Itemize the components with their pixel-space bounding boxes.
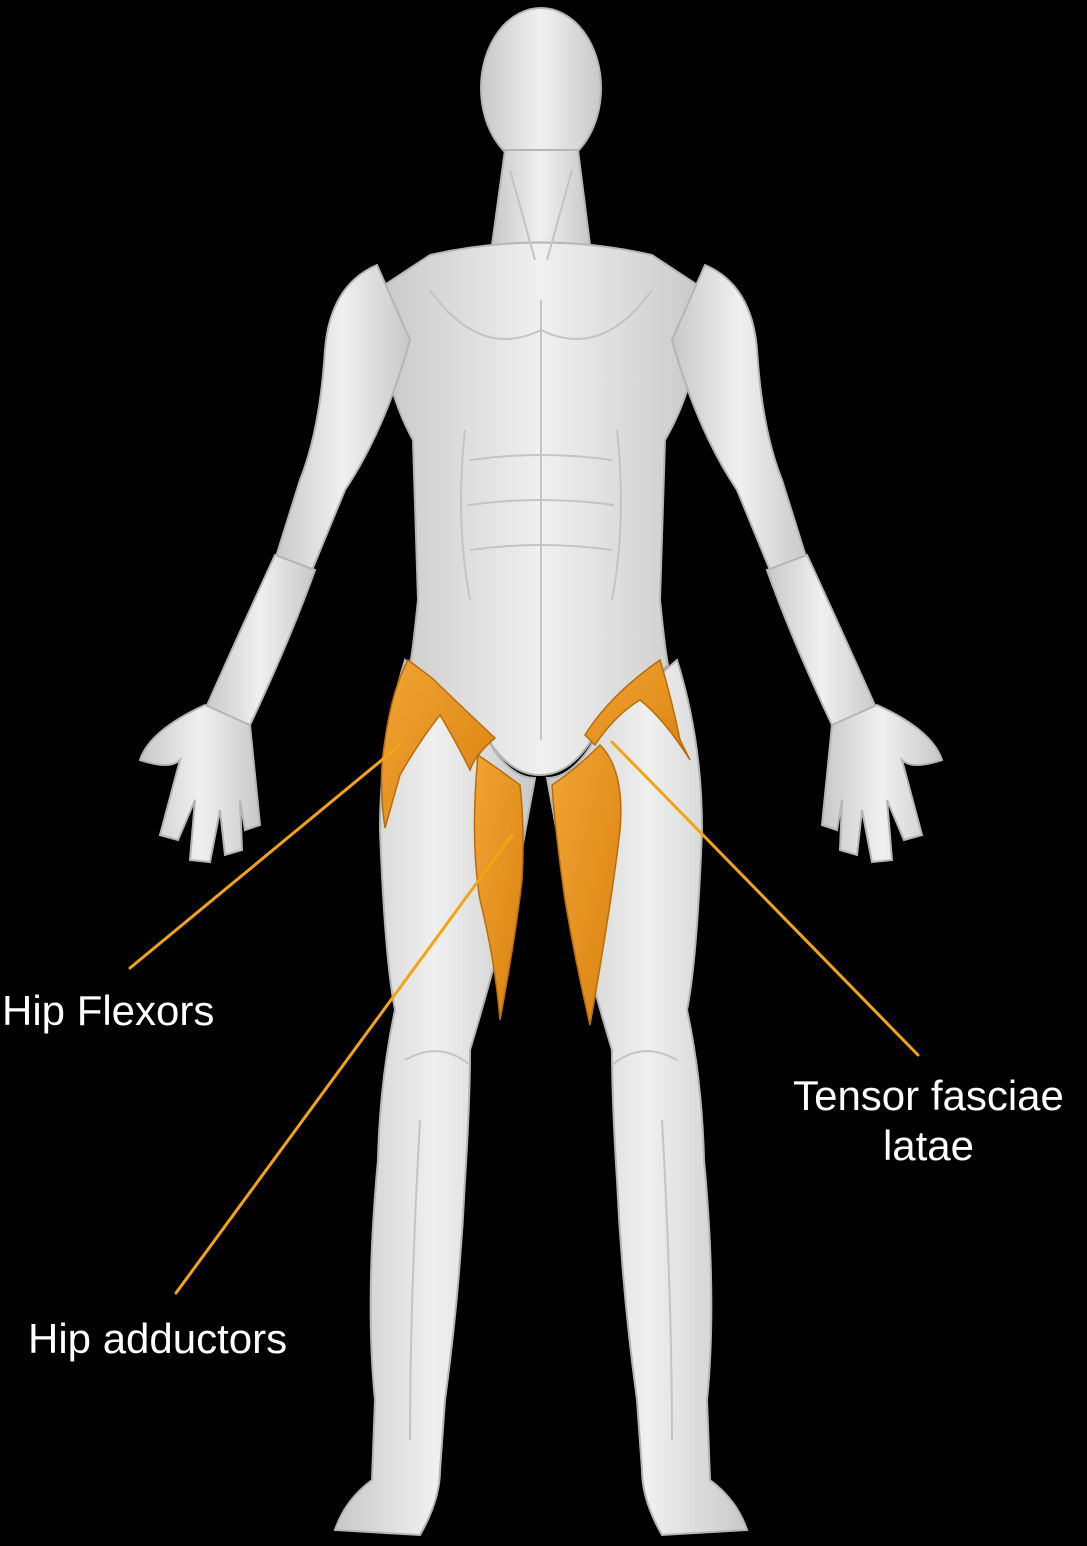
highlighted-muscles [380, 658, 691, 1026]
right-upper-arm [670, 263, 809, 577]
left-forearm [203, 553, 317, 727]
leader-line-hip-flexors [128, 743, 402, 970]
abs-row-1 [469, 454, 613, 461]
abs-left-edge [460, 429, 471, 601]
hip-flexor-right [584, 658, 691, 761]
adductors-right [551, 743, 622, 1026]
pec-right [540, 289, 653, 340]
adductors-left [473, 753, 524, 1021]
leader-line-hip-adductors [174, 833, 514, 1295]
abs-row-2 [467, 499, 615, 506]
body-figure [138, 7, 944, 1537]
label-tensor-line-1: Tensor fasciae [793, 1072, 1064, 1119]
left-upper-arm [273, 263, 412, 577]
label-hip-adductors: Hip adductors [28, 1315, 288, 1362]
leader-lines [128, 740, 920, 1295]
knee-left [404, 1050, 471, 1066]
left-hand [138, 703, 262, 864]
label-tensor-fasciae-latae: Tensor fasciae latae [770, 1071, 1087, 1171]
abs-row-3 [469, 544, 613, 551]
neck [490, 149, 592, 246]
hip-flexor-left [380, 658, 497, 829]
head [480, 7, 602, 169]
knee-right [611, 1050, 678, 1066]
right-hand [820, 703, 944, 864]
label-hip-flexors: Hip Flexors [2, 987, 215, 1034]
shin-right [661, 1119, 673, 1441]
abs-right-edge [611, 429, 622, 601]
label-tensor-line-2: latae [882, 1122, 975, 1169]
muscle-details [404, 169, 678, 1441]
sternomastoid-r [546, 169, 573, 261]
pec-left [429, 289, 542, 340]
shin-left [409, 1119, 421, 1441]
sternomastoid [509, 169, 536, 261]
right-forearm [765, 553, 879, 727]
leader-line-tensor [610, 740, 920, 1057]
